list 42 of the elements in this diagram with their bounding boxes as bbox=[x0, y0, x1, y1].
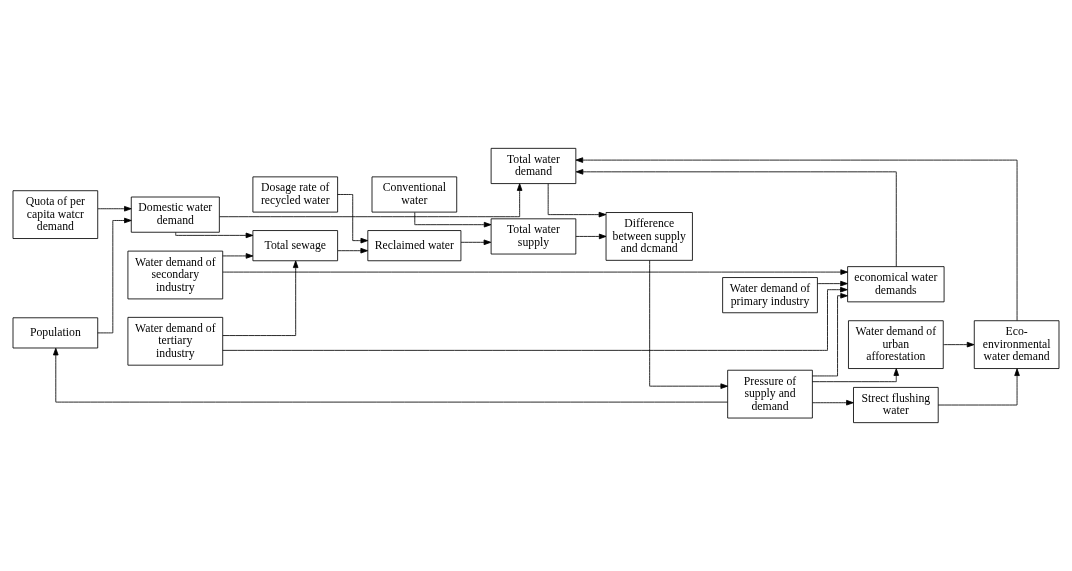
arrow bbox=[337, 247, 368, 254]
arrow bbox=[547, 183, 607, 218]
node-box: Water demand of tertiary industry bbox=[127, 316, 224, 366]
node-box: Domestic water demand bbox=[130, 196, 220, 233]
arrow bbox=[222, 253, 254, 259]
arrow bbox=[817, 280, 848, 287]
arrow bbox=[222, 286, 848, 351]
arrow bbox=[943, 341, 975, 348]
node-box: Dosage rate of recycled water bbox=[252, 176, 339, 213]
node-box: Water demand of urban afforestation bbox=[848, 320, 944, 369]
arrow bbox=[812, 399, 854, 406]
arrow bbox=[414, 212, 492, 228]
arrow bbox=[575, 169, 897, 267]
node-box: Water demand of primary industry bbox=[722, 277, 818, 314]
node-box: Strect flushing water bbox=[853, 387, 939, 424]
node-box: Population bbox=[12, 317, 99, 349]
arrow bbox=[97, 217, 132, 334]
node-box: economical water demands bbox=[847, 266, 945, 303]
arrow bbox=[575, 157, 1018, 321]
arrow bbox=[222, 260, 299, 336]
node-box: Total water supply bbox=[490, 218, 577, 255]
arrow bbox=[649, 260, 728, 389]
arrow bbox=[97, 206, 132, 212]
node-box: Reclaimed water bbox=[367, 230, 462, 262]
arrow bbox=[937, 368, 1020, 406]
arrow bbox=[53, 347, 728, 403]
node-box: Quota of per capita watcr demand bbox=[12, 190, 99, 239]
arrow bbox=[219, 183, 523, 218]
node-box: Total sewage bbox=[252, 230, 339, 262]
arrow bbox=[575, 233, 607, 240]
arrow bbox=[812, 293, 848, 377]
arrow bbox=[460, 239, 492, 246]
node-box: Total water demand bbox=[490, 147, 577, 184]
node-box: Pressure of supply and demand bbox=[727, 369, 813, 419]
node-box: Difference between supply and dcmand bbox=[605, 212, 693, 261]
arrow bbox=[175, 232, 254, 239]
node-box: Water demand of secondary industry bbox=[127, 250, 224, 300]
node-box: Eco-environmental water demand bbox=[973, 320, 1060, 369]
arrow bbox=[812, 368, 900, 383]
arrow bbox=[222, 269, 848, 275]
node-box: Conventional water bbox=[371, 176, 458, 213]
arrow bbox=[337, 194, 369, 244]
